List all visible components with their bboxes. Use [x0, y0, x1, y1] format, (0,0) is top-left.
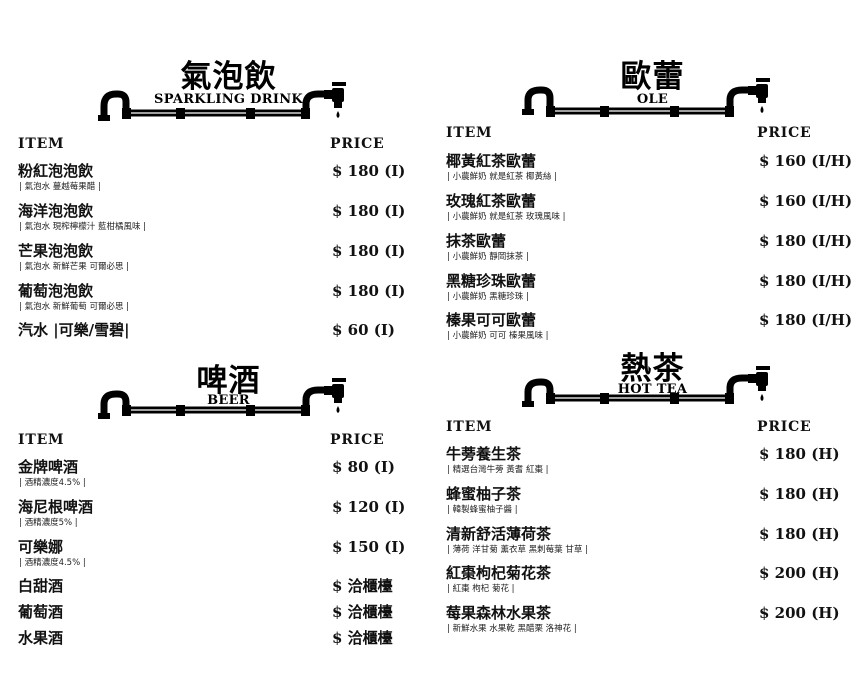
item-price: $ 洽櫃檯: [332, 577, 393, 595]
item-price: $ 洽櫃檯: [332, 629, 393, 647]
item-name: 金牌啤酒: [18, 458, 79, 476]
section-header: 歐蕾 OLE: [520, 58, 785, 120]
item-name: 玫瑰紅茶歐蕾: [446, 192, 537, 210]
item-price: $ 160 (I/H): [759, 152, 853, 170]
item-price: $ 180 (I): [332, 162, 406, 180]
item-description: | 氣泡水 現榨檸檬汁 藍柑橘風味 |: [19, 222, 147, 232]
section-title-en: OLE: [636, 92, 669, 107]
item-name: 葡萄酒: [18, 603, 64, 621]
item-price: $ 洽櫃檯: [332, 603, 393, 621]
item-price: $ 200 (H): [759, 604, 840, 622]
item-price: $ 80 (I): [332, 458, 395, 476]
item-price: $ 180 (H): [759, 485, 840, 503]
section-header: 氣泡飲 SPARKLING DRINK: [96, 58, 361, 126]
column-header-item: ITEM: [446, 125, 493, 141]
item-description: | 韓製蜂蜜柚子醬 |: [447, 505, 518, 515]
section-title-en: HOT TEA: [617, 382, 688, 397]
item-description: | 小農鮮奶 就是紅茶 玫瑰風味 |: [447, 212, 566, 222]
item-description: | 氣泡水 蔓越莓果醋 |: [19, 182, 101, 192]
item-description: | 酒精濃度4.5% |: [19, 558, 86, 568]
item-name: 紅棗枸杞菊花茶: [446, 564, 552, 582]
item-name: 粉紅泡泡飲: [18, 162, 94, 180]
item-price: $ 150 (I): [332, 538, 406, 556]
item-name: 水果酒: [18, 629, 64, 647]
item-name: 可樂娜: [18, 538, 64, 556]
item-price: $ 180 (I/H): [759, 232, 853, 250]
section-beer: 啤酒 BEER ITEM PRICE 金牌啤酒 | 酒精濃度4.5% | $ 8…: [18, 362, 418, 662]
item-description: | 小農鮮奶 就是紅茶 椰黃絲 |: [447, 172, 558, 182]
section-title-cn: 啤酒: [196, 363, 261, 399]
item-description: | 新鮮水果 水果乾 黑醋栗 洛神花 |: [447, 624, 577, 634]
item-description: | 氣泡水 新鮮芒果 可爾必思 |: [19, 262, 130, 272]
column-header-price: PRICE: [330, 432, 385, 448]
item-name: 海洋泡泡飲: [18, 202, 94, 220]
column-header-item: ITEM: [18, 136, 65, 152]
item-name: 榛果可可歐蕾: [446, 311, 537, 329]
item-name: 海尼根啤酒: [18, 498, 94, 516]
item-price: $ 200 (H): [759, 564, 840, 582]
column-header-item: ITEM: [446, 419, 493, 435]
column-header-price: PRICE: [330, 136, 385, 152]
section-title-cn: 氣泡飲: [180, 59, 277, 95]
pipe-faucet-icon: [522, 78, 770, 117]
item-description: | 紅棗 枸杞 菊花 |: [447, 584, 515, 594]
item-name: 莓果森林水果茶: [446, 604, 552, 622]
column-header-price: PRICE: [757, 419, 812, 435]
item-description: | 氣泡水 新鮮葡萄 可爾必思 |: [19, 302, 130, 312]
item-name: 抹茶歐蕾: [446, 232, 507, 250]
item-name: 葡萄泡泡飲: [18, 282, 94, 300]
item-name: 牛蒡養生茶: [446, 445, 522, 463]
item-price: $ 60 (I): [332, 321, 395, 339]
section-header: 啤酒 BEER: [96, 362, 361, 422]
section-title-en: SPARKLING DRINK: [154, 92, 303, 107]
item-name: 汽水 |可樂/雪碧|: [18, 321, 130, 339]
section-title-cn: 熱茶: [620, 351, 685, 387]
section-title-cn: 歐蕾: [620, 59, 685, 95]
item-name: 椰黃紅茶歐蕾: [446, 152, 537, 170]
item-price: $ 180 (I/H): [759, 311, 853, 329]
item-price: $ 160 (I/H): [759, 192, 853, 210]
item-name: 蜂蜜柚子茶: [446, 485, 522, 503]
item-name: 白甜酒: [18, 577, 64, 595]
item-description: | 小農鮮奶 靜岡抹茶 |: [447, 252, 529, 262]
item-price: $ 120 (I): [332, 498, 406, 516]
item-description: | 小農鮮奶 可可 榛果風味 |: [447, 331, 549, 341]
pipe-faucet-icon: [98, 82, 346, 121]
section-title-en: BEER: [207, 393, 250, 408]
item-price: $ 180 (I): [332, 202, 406, 220]
item-price: $ 180 (I): [332, 282, 406, 300]
item-description: | 酒精濃度4.5% |: [19, 478, 86, 488]
item-name: 清新舒活薄荷茶: [446, 525, 552, 543]
section-ole: 歐蕾 OLE ITEM PRICE 椰黃紅茶歐蕾 | 小農鮮奶 就是紅茶 椰黃絲…: [446, 58, 856, 348]
item-price: $ 180 (I/H): [759, 272, 853, 290]
section-sparkling: 氣泡飲 SPARKLING DRINK ITEM PRICE 粉紅泡泡飲 | 氣…: [18, 58, 418, 348]
item-description: | 小農鮮奶 黑糖珍珠 |: [447, 292, 529, 302]
item-name: 芒果泡泡飲: [18, 242, 94, 260]
item-description: | 酒精濃度5% |: [19, 518, 78, 528]
pipe-faucet-icon: [98, 378, 346, 419]
item-name: 黑糖珍珠歐蕾: [446, 272, 537, 290]
section-header: 熱茶 HOT TEA: [520, 350, 785, 412]
item-description: | 精選台灣牛蒡 黃耆 紅棗 |: [447, 465, 549, 475]
item-price: $ 180 (H): [759, 525, 840, 543]
column-header-price: PRICE: [757, 125, 812, 141]
item-price: $ 180 (I): [332, 242, 406, 260]
column-header-item: ITEM: [18, 432, 65, 448]
item-description: | 薄荷 洋甘菊 薰衣草 黑刺莓葉 甘草 |: [447, 545, 588, 555]
item-price: $ 180 (H): [759, 445, 840, 463]
section-hot-tea: 熱茶 HOT TEA ITEM PRICE 牛蒡養生茶 | 精選台灣牛蒡 黃耆 …: [446, 350, 856, 650]
pipe-faucet-icon: [522, 366, 770, 407]
